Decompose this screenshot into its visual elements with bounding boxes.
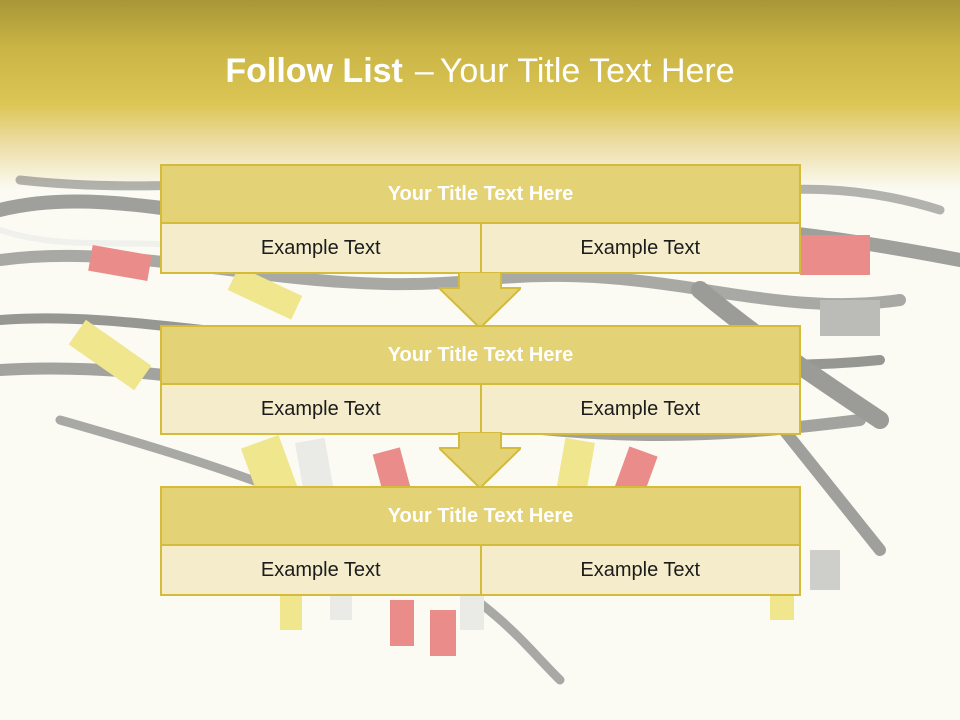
down-arrow-icon [439, 272, 521, 328]
step-cell-right: Example Text [479, 385, 800, 433]
down-arrow-icon [439, 432, 521, 488]
step-title: Your Title Text Here [162, 488, 799, 546]
step-block-1: Your Title Text Here Example Text Exampl… [160, 164, 801, 274]
step-row: Example Text Example Text [162, 385, 799, 433]
step-block-3: Your Title Text Here Example Text Exampl… [160, 486, 801, 596]
title-rest: Your Title Text Here [439, 52, 735, 90]
step-title: Your Title Text Here [162, 166, 799, 224]
step-title: Your Title Text Here [162, 327, 799, 385]
step-cell-left: Example Text [260, 236, 381, 259]
step-cell-right: Example Text [479, 224, 800, 272]
step-row: Example Text Example Text [162, 546, 799, 594]
step-cell-right: Example Text [479, 546, 800, 594]
step-row: Example Text Example Text [162, 224, 799, 272]
title-separator: – [414, 52, 434, 90]
step-cell-left: Example Text [260, 397, 381, 420]
step-cell-left: Example Text [260, 558, 381, 581]
step-block-2: Your Title Text Here Example Text Exampl… [160, 325, 801, 435]
slide-title: Follow List–Your Title Text Here [0, 52, 960, 91]
title-bold: Follow List [225, 52, 403, 90]
header-band [0, 0, 960, 190]
